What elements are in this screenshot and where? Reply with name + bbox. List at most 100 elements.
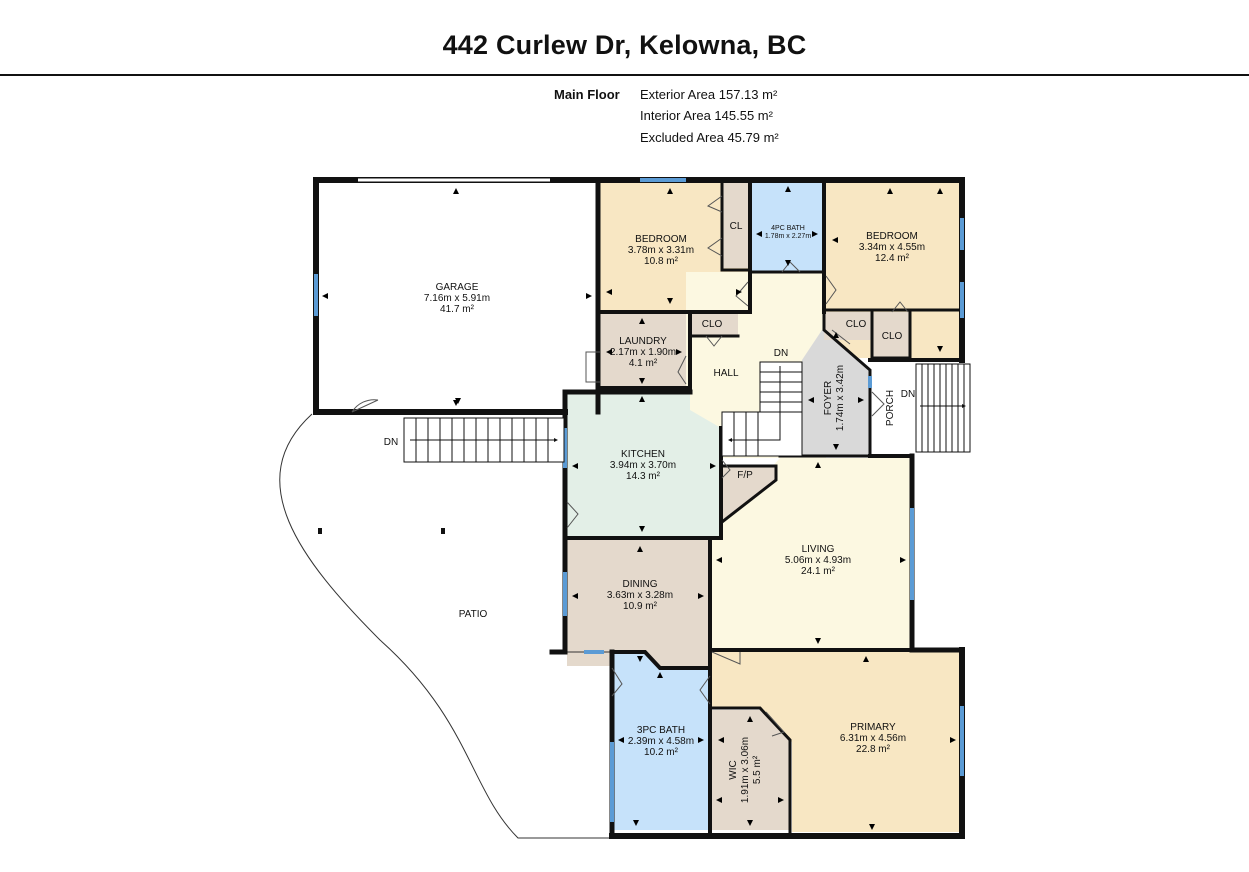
patio-post xyxy=(441,528,445,534)
door-clo-foyer xyxy=(831,329,851,345)
door-bed2 xyxy=(825,275,837,305)
wall-dining-right xyxy=(610,536,712,670)
laundry-floor xyxy=(600,314,686,388)
dining-dims: 3.63m x 3.28m xyxy=(607,590,673,601)
wall-bed2-clo xyxy=(870,310,912,360)
dining-name: DINING xyxy=(623,579,658,590)
wall-porch xyxy=(868,358,964,458)
door-clo-hall xyxy=(705,335,723,347)
foyer-dims: 1.74m x 3.42m xyxy=(835,365,846,431)
garage-floor xyxy=(316,180,598,412)
clo-hall-floor xyxy=(690,314,738,336)
door-bed1 xyxy=(735,281,749,307)
dimension-arrows xyxy=(322,186,956,830)
patio-dn: DN xyxy=(384,437,398,448)
living-dims: 5.06m x 4.93m xyxy=(785,555,851,566)
garage-area: 41.7 m² xyxy=(440,304,475,315)
kitchen-dims: 3.94m x 3.70m xyxy=(610,460,676,471)
primary-name: PRIMARY xyxy=(850,722,896,733)
door-clo-bed xyxy=(891,301,909,313)
fireplace-floor xyxy=(722,466,776,522)
laundry-name: LAUNDRY xyxy=(619,336,667,347)
wic-name: WIC xyxy=(728,760,739,779)
cl-floor xyxy=(723,180,749,268)
bath4-name: 4PC BATH xyxy=(771,225,805,232)
door-wic xyxy=(765,711,785,737)
patio-name: PATIO xyxy=(459,609,488,620)
wall-living-right xyxy=(909,453,965,653)
living-area: 24.1 m² xyxy=(801,566,836,577)
door-laundry xyxy=(585,351,600,383)
exterior-area: Exterior Area 157.13 m² xyxy=(640,87,778,102)
foyer-floor xyxy=(802,330,870,456)
floor-name: Main Floor xyxy=(554,87,620,102)
bath4-dims: 1.78m x 2.27m xyxy=(765,233,811,240)
wic-dims: 1.91m x 3.06m xyxy=(740,737,751,803)
dining-floor xyxy=(567,539,710,666)
room-labels: GARAGE 7.16m x 5.91m 41.7 m² BEDROOM 3.7… xyxy=(384,221,925,803)
bedroom2-area: 12.4 m² xyxy=(875,253,910,264)
wall-foyer xyxy=(778,310,872,458)
bedroom1-area: 10.8 m² xyxy=(644,256,679,267)
wall-fireplace xyxy=(719,464,778,525)
stairs-dn: DN xyxy=(774,348,788,359)
interior-stairs xyxy=(721,361,803,457)
door-pantry xyxy=(721,459,731,479)
wall-bath4 xyxy=(748,178,826,314)
clo-hall-name: CLO xyxy=(702,319,723,330)
title-divider xyxy=(0,74,1249,76)
bath3-floor xyxy=(613,652,710,830)
room-fills xyxy=(316,180,960,832)
bedroom2-name: BEDROOM xyxy=(866,231,918,242)
laundry-area: 4.1 m² xyxy=(629,358,658,369)
interior-area: Interior Area 145.55 m² xyxy=(640,108,773,123)
patio-outline xyxy=(279,413,611,839)
plan-title: 442 Curlew Dr, Kelowna, BC xyxy=(442,30,807,60)
patio-post xyxy=(318,528,322,534)
bath4-floor xyxy=(751,180,824,272)
patio-stairs xyxy=(403,417,565,463)
primary-floor xyxy=(712,652,960,832)
living-name: LIVING xyxy=(802,544,835,555)
door-bath3 xyxy=(611,667,623,697)
door-laundry-inner xyxy=(677,355,687,385)
bath3-dims: 2.39m x 4.58m xyxy=(628,736,694,747)
door-garage xyxy=(351,399,379,413)
door-kitchen xyxy=(566,501,579,529)
bedroom1-name: BEDROOM xyxy=(635,234,687,245)
primary-dims: 6.31m x 4.56m xyxy=(840,733,906,744)
hall-name: HALL xyxy=(713,368,738,379)
bedroom1-dims: 3.78m x 3.31m xyxy=(628,245,694,256)
bath3-name: 3PC BATH xyxy=(637,725,685,736)
windows xyxy=(314,178,964,822)
garage-name: GARAGE xyxy=(436,282,479,293)
cl-name: CL xyxy=(730,221,743,232)
excluded-area: Excluded Area 45.79 m² xyxy=(640,130,779,145)
living-floor xyxy=(712,458,910,649)
foyer-name: FOYER xyxy=(823,381,834,415)
bath3-area: 10.2 m² xyxy=(644,747,679,758)
door-primary-left xyxy=(699,675,711,705)
porch-name: PORCH xyxy=(885,390,896,426)
kitchen-area: 14.3 m² xyxy=(626,471,661,482)
kitchen-name: KITCHEN xyxy=(621,449,665,460)
kitchen-floor xyxy=(567,392,721,536)
porch-stairs xyxy=(915,363,971,453)
porch-dn: DN xyxy=(901,389,915,400)
doors xyxy=(351,195,909,737)
wic-area: 5.5 m² xyxy=(752,755,763,784)
laundry-dims: 2.17m x 1.90m xyxy=(610,347,676,358)
door-porch xyxy=(871,391,885,417)
door-primary-top xyxy=(711,651,741,665)
wic-floor xyxy=(712,710,790,830)
bedroom2-dims: 3.34m x 4.55m xyxy=(859,242,925,253)
fireplace-name: F/P xyxy=(737,470,753,481)
wall-wic xyxy=(710,706,792,838)
dining-area: 10.9 m² xyxy=(623,601,658,612)
door-cl xyxy=(706,195,723,257)
clo-bed-floor xyxy=(873,312,911,358)
clo-bed-name: CLO xyxy=(882,331,903,342)
clo-foyer-name: CLO xyxy=(846,319,867,330)
primary-area: 22.8 m² xyxy=(856,744,891,755)
